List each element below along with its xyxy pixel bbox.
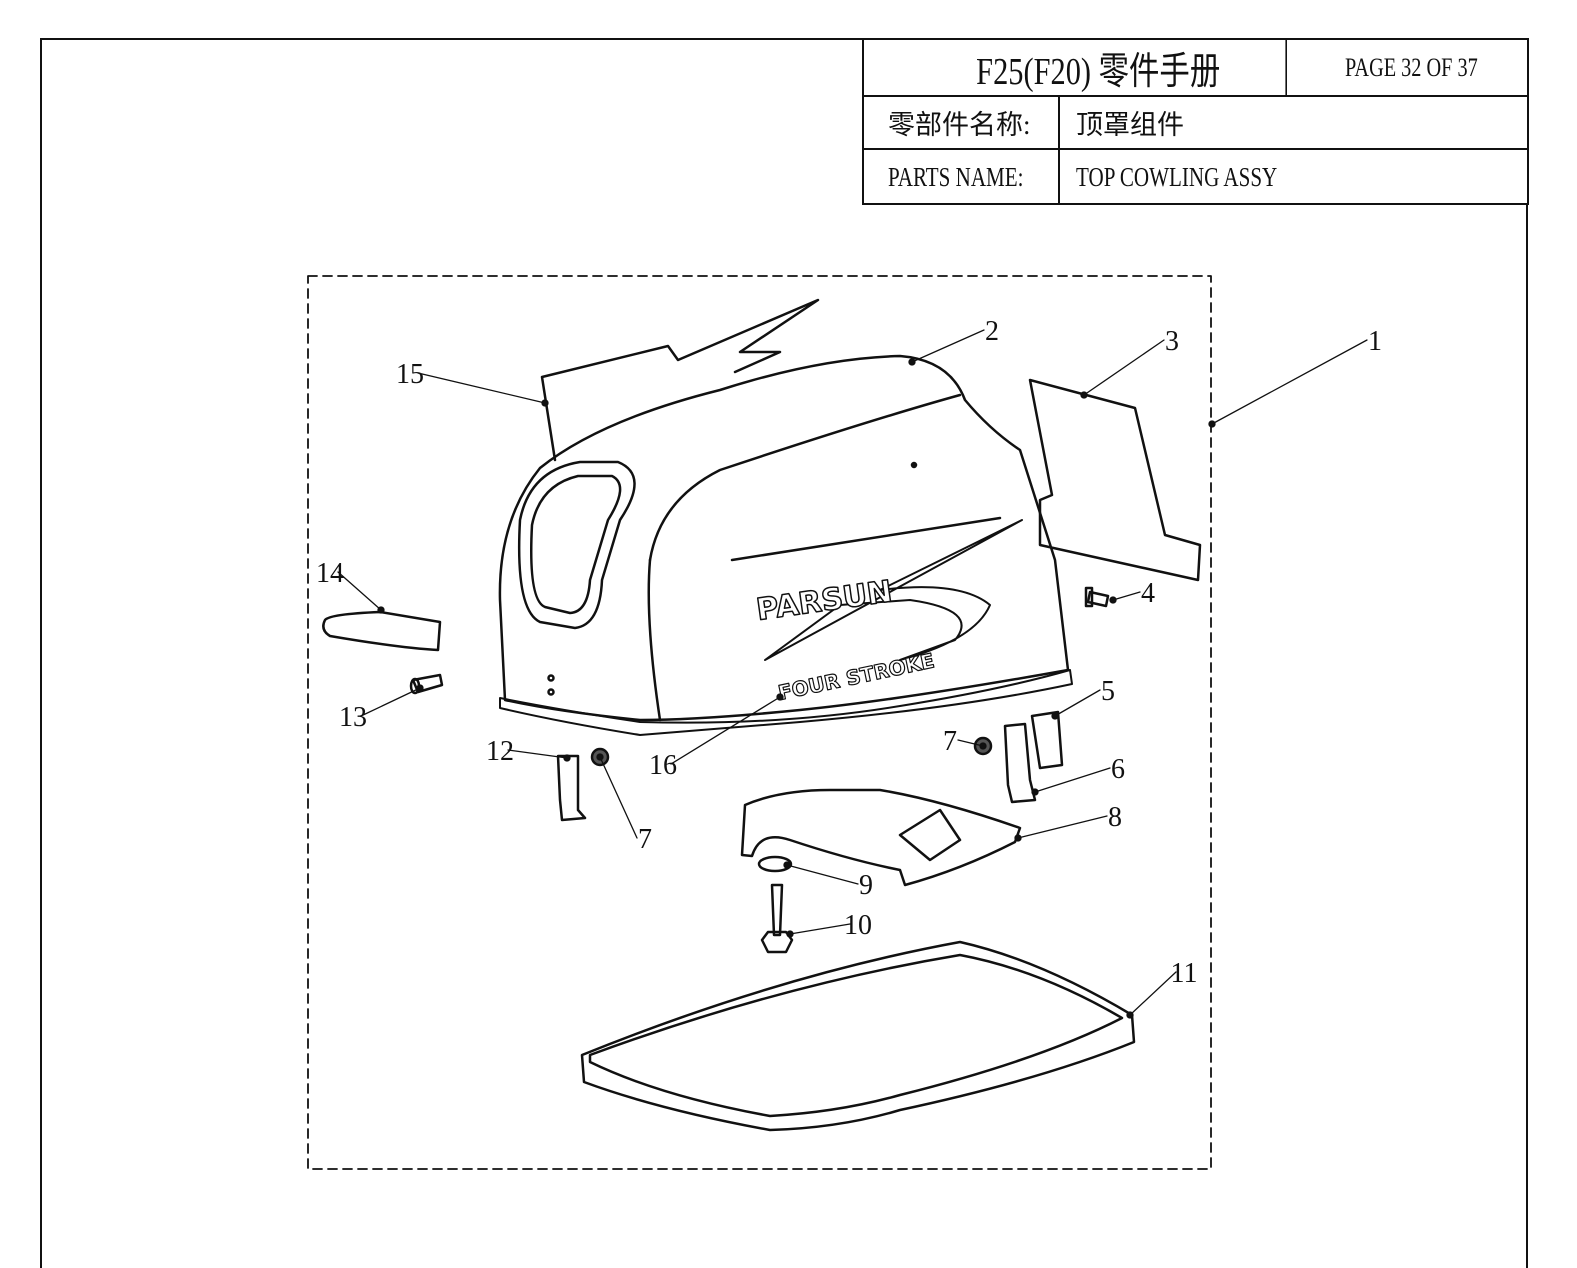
part-top-cowling: PARSUN FOUR STROKE xyxy=(498,354,1073,736)
callout-number: 9 xyxy=(859,870,873,901)
brand-logo: PARSUN xyxy=(754,574,894,628)
part-bracket-12 xyxy=(556,754,587,822)
part-name-en-row: PARTS NAME: TOP COWLING ASSY xyxy=(864,150,1527,205)
leader-dot xyxy=(786,930,794,938)
leader-dot xyxy=(596,753,604,761)
part-bolt-10 xyxy=(760,883,794,954)
leader-dot xyxy=(908,358,916,366)
part-rear-decal xyxy=(540,298,820,462)
part-name-label-en-text: PARTS NAME: xyxy=(888,162,1024,192)
assembly-boundary xyxy=(307,275,1212,1170)
leader-line xyxy=(1017,815,1108,839)
leader-dot xyxy=(377,606,385,614)
part-handle-14 xyxy=(322,610,442,652)
callout-number: 13 xyxy=(339,702,367,733)
leader-dot xyxy=(416,684,424,692)
leader-dot xyxy=(1031,788,1039,796)
callout-number: 3 xyxy=(1165,326,1179,357)
part-name-label-en: PARTS NAME: xyxy=(864,150,1060,205)
leader-dot xyxy=(776,693,784,701)
callout-number: 7 xyxy=(943,726,957,757)
page-number-text: PAGE 32 OF 37 xyxy=(1345,52,1479,82)
part-handle-8 xyxy=(740,788,1022,887)
callout-number: 14 xyxy=(316,558,344,589)
leader-line xyxy=(1054,689,1101,717)
part-name-value-en-text: TOP COWLING ASSY xyxy=(1076,162,1278,192)
callout-number: 8 xyxy=(1108,802,1122,833)
callout-number: 12 xyxy=(486,736,514,767)
leader-line xyxy=(599,756,638,839)
leader-line xyxy=(337,571,382,611)
callout-number: 6 xyxy=(1111,754,1125,785)
part-seal-11 xyxy=(580,940,1136,1132)
leader-line xyxy=(789,923,851,935)
part-bracket-5 xyxy=(1030,710,1064,770)
leader-dot xyxy=(979,742,987,750)
callout-number: 2 xyxy=(985,316,999,347)
leader-line xyxy=(1112,591,1141,601)
part-screw-4 xyxy=(1084,586,1110,608)
leader-line xyxy=(417,372,546,404)
leader-dot xyxy=(1014,834,1022,842)
callout-number: 15 xyxy=(396,359,424,390)
leader-line xyxy=(1083,339,1165,396)
callout-number: 7 xyxy=(638,824,652,855)
title-block: F25(F20) 零件手册 PAGE 32 OF 37 零部件名称: 顶罩组件 … xyxy=(862,38,1529,205)
part-name-value-en: TOP COWLING ASSY xyxy=(1060,150,1527,205)
part-bracket-6 xyxy=(1003,722,1037,804)
leader-dot xyxy=(563,754,571,762)
part-side-decal xyxy=(1028,378,1202,582)
leader-line xyxy=(1129,971,1177,1016)
leader-dot xyxy=(1126,1011,1134,1019)
leader-line xyxy=(911,329,985,363)
callout-number: 5 xyxy=(1101,676,1115,707)
leader-line xyxy=(670,696,781,765)
title-row: F25(F20) 零件手册 PAGE 32 OF 37 xyxy=(864,40,1527,97)
leader-line xyxy=(360,687,421,717)
callout-number: 4 xyxy=(1141,578,1155,609)
part-name-value-cn: 顶罩组件 xyxy=(1076,110,1184,140)
leader-line xyxy=(1034,767,1111,793)
callout-number: 10 xyxy=(844,910,872,941)
leader-line xyxy=(786,864,859,885)
callout-number: 11 xyxy=(1171,958,1198,989)
leader-dot xyxy=(1051,712,1059,720)
page-number: PAGE 32 OF 37 xyxy=(1334,40,1527,95)
leader-dot xyxy=(541,399,549,407)
callout-number: 1 xyxy=(1368,326,1382,357)
leader-line xyxy=(957,739,984,747)
leader-dot xyxy=(1080,391,1088,399)
part-name-label-cn: 零部件名称: xyxy=(864,97,1060,148)
part-washer-9 xyxy=(757,855,793,873)
leader-line xyxy=(507,749,568,759)
drawing-frame xyxy=(40,38,1528,1268)
leader-dot xyxy=(783,861,791,869)
leader-line xyxy=(1211,339,1368,425)
part-name-cn-row: 零部件名称: 顶罩组件 xyxy=(864,97,1527,150)
leader-dot xyxy=(1109,596,1117,604)
callout-number: 16 xyxy=(649,750,677,781)
manual-title: F25(F20) 零件手册 xyxy=(911,40,1287,95)
leader-dot xyxy=(1208,420,1216,428)
